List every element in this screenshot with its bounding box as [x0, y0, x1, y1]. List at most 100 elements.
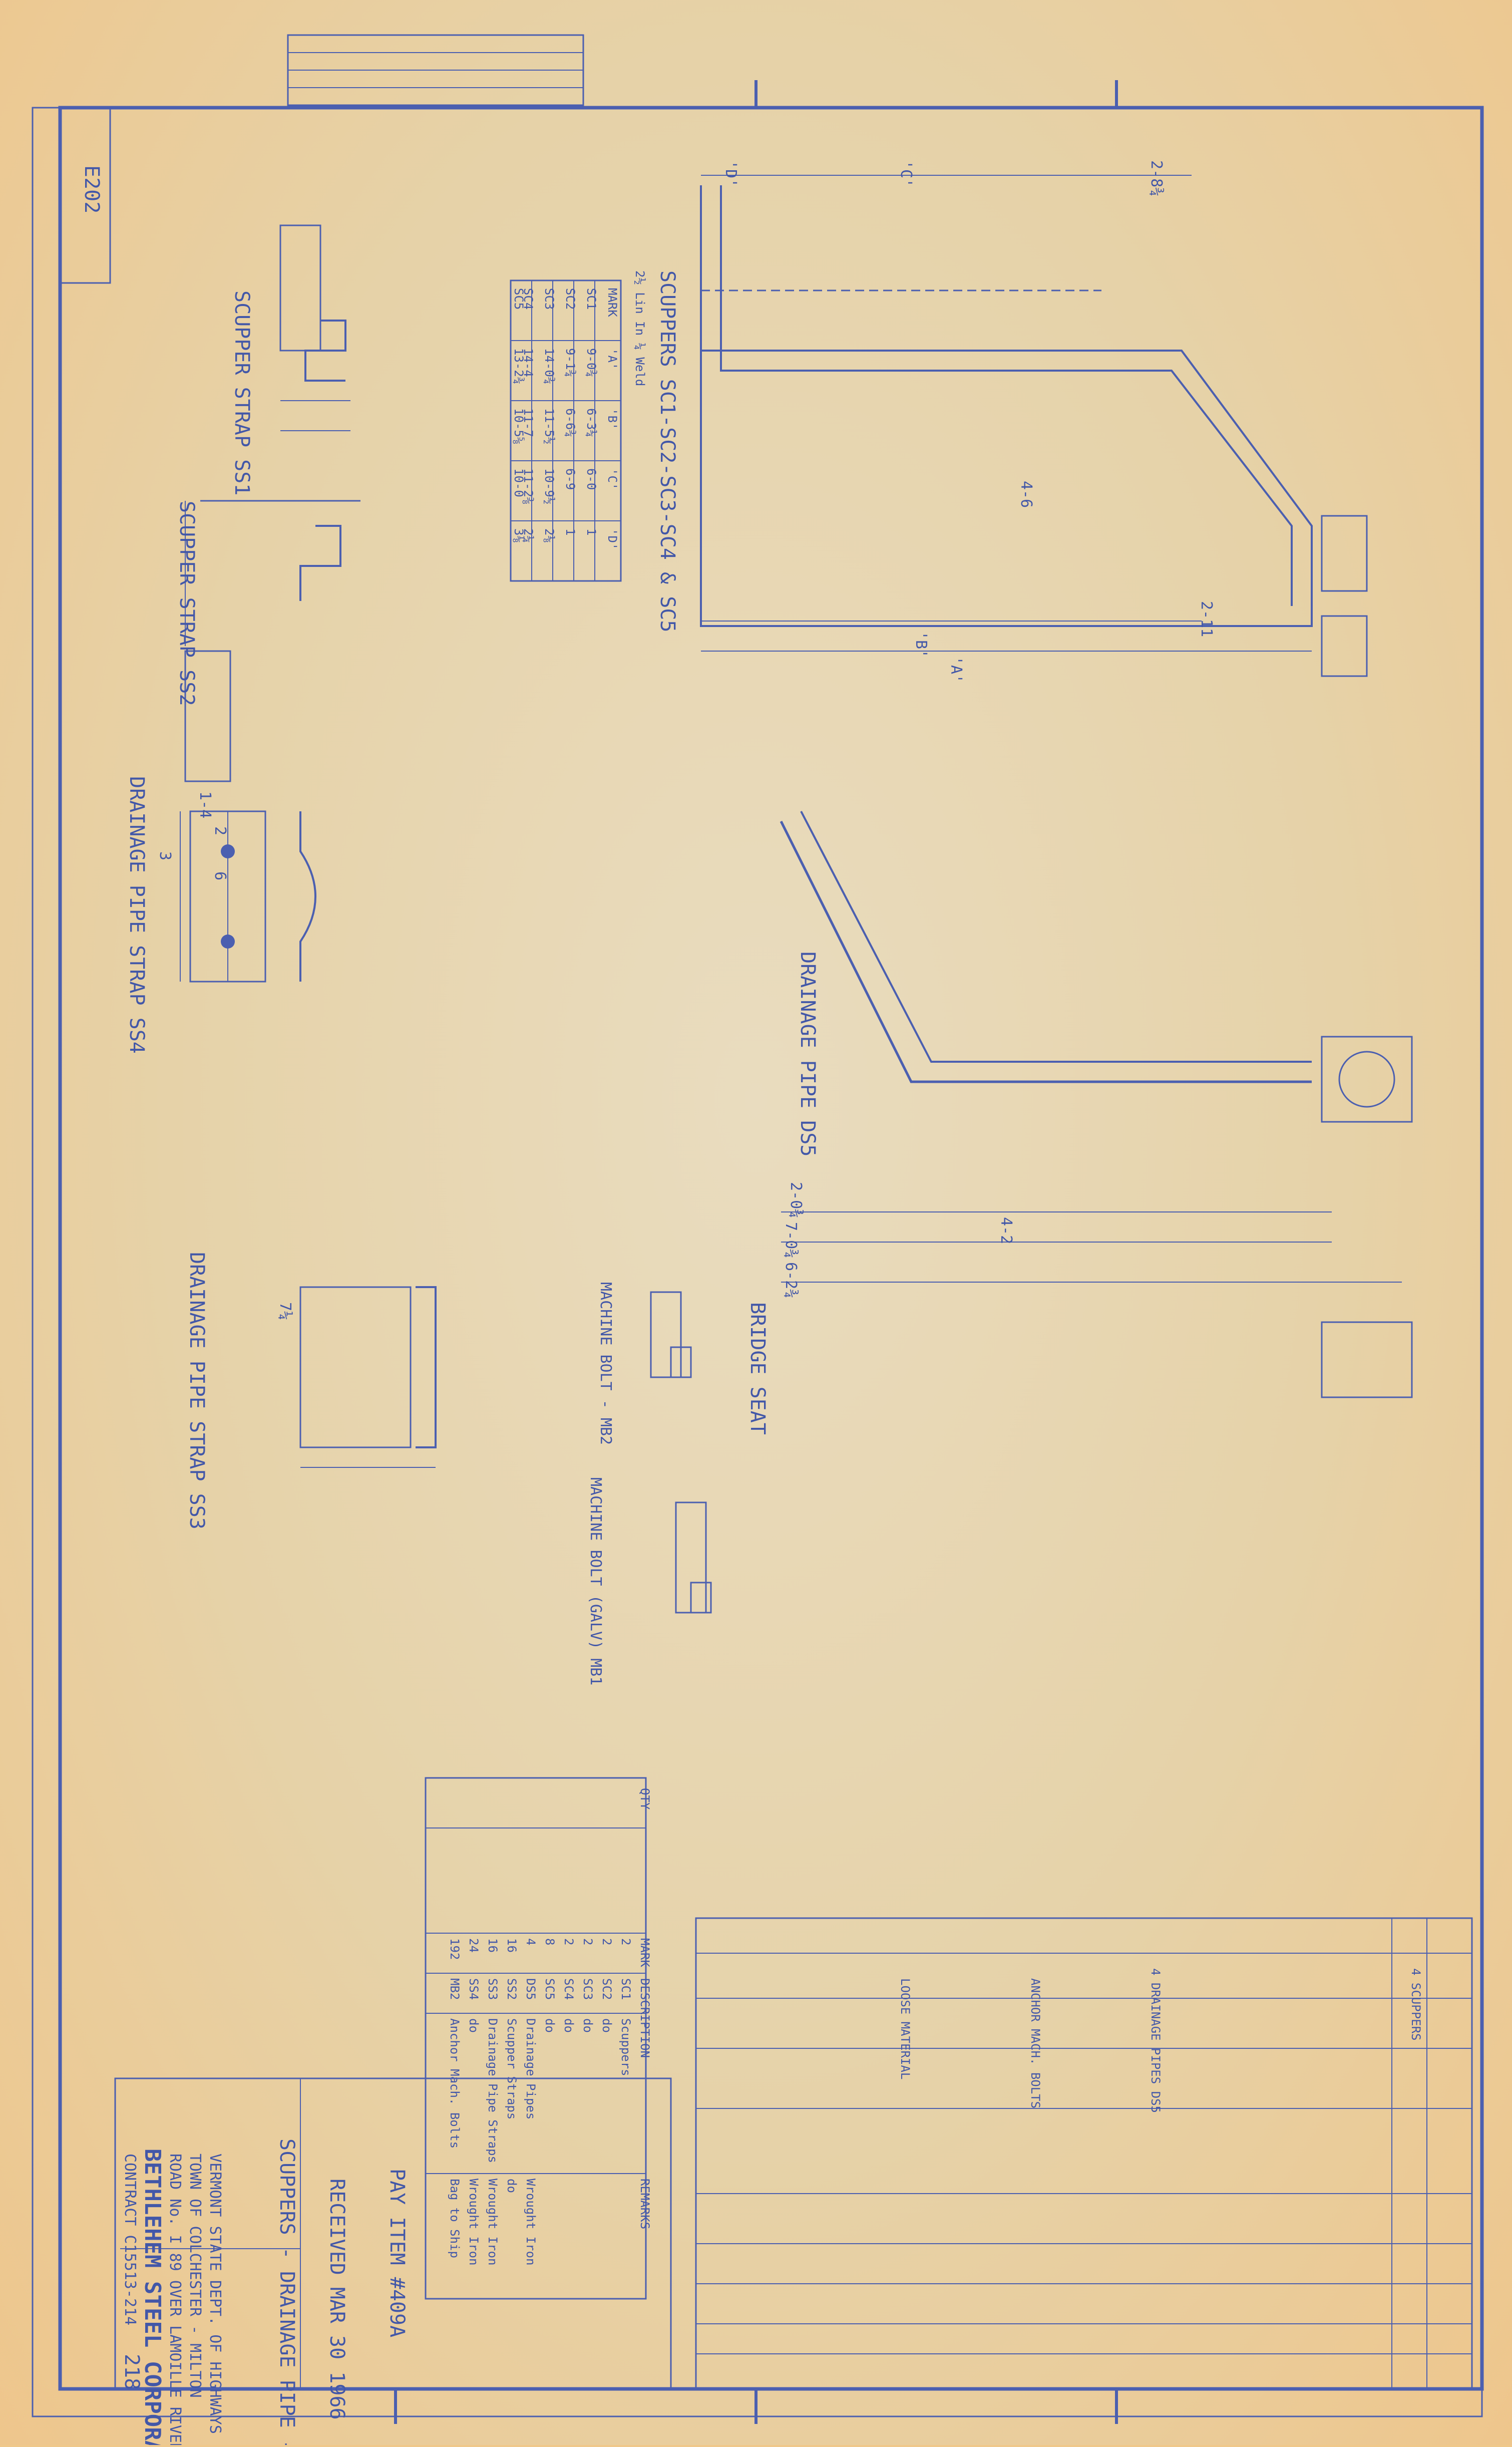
- dim-620: 6-2¾: [782, 1262, 800, 1298]
- dim-46: 4-6: [1017, 481, 1035, 508]
- req-cell: do: [581, 2018, 595, 2033]
- scupper-cell: 11-2⅜: [521, 468, 535, 504]
- scupper-strap-ss1: [279, 224, 350, 431]
- req-cell: Drainage Pipe Straps: [486, 2018, 500, 2163]
- scupper-cell: SC5: [512, 288, 526, 310]
- project-line-1: VERMONT STATE DEPT. OF HIGHWAYS: [206, 2154, 224, 2434]
- title-block: [114, 2077, 672, 2390]
- contract-no: CONTRACT C15513-214: [121, 2154, 139, 2325]
- req-cell: SC5: [543, 1978, 557, 2000]
- req-col-desc: DESCRIPTION: [638, 1978, 652, 2058]
- bolt-mb2-title: MACHINE BOLT - MB2: [597, 1282, 614, 1445]
- bom-loose: LOOSE MATERIAL: [898, 1978, 912, 2079]
- scupper-cell: SC4: [521, 288, 535, 310]
- req-cell: 16: [486, 1938, 500, 1953]
- scupper-cell: SC3: [542, 288, 556, 310]
- strap-ss2-title: SCUPPER STRAP SS2: [175, 501, 198, 706]
- req-col-remarks: REMARKS: [638, 2179, 652, 2229]
- scupper-cell: 3⅛: [512, 528, 526, 543]
- req-cell: Scupper Straps: [505, 2018, 519, 2119]
- scupper-cell: SC2: [563, 288, 577, 310]
- req-cell: DS5: [524, 1978, 538, 2000]
- req-cell: SS3: [486, 1978, 500, 2000]
- req-cell: 192: [448, 1938, 462, 1960]
- scupper-cell: 6-0: [584, 468, 598, 490]
- scupper-col-mark: MARK: [605, 288, 619, 317]
- scupper-cell: 11-7: [521, 408, 535, 437]
- req-cell: 2: [600, 1938, 614, 1945]
- dim-284: 2-8¾: [1148, 160, 1165, 196]
- bill-of-material-grid: [695, 1917, 1473, 2390]
- scupper-cell: 14-0¾: [542, 348, 556, 384]
- scupper-cell: 9-0¾: [584, 348, 598, 377]
- scupper-col-b: 'B': [605, 408, 619, 430]
- req-cell: do: [467, 2018, 481, 2033]
- drainage-pipe-ds5: [780, 811, 1413, 1398]
- bom-anchor: ANCHOR MACH. BOLTS: [1028, 1978, 1042, 2108]
- req-cell: 2: [562, 1938, 576, 1945]
- dim-704: 7-0¾: [782, 1222, 800, 1258]
- dim-42: 4-2: [997, 1217, 1015, 1244]
- sheet-border: [58, 106, 1484, 2391]
- scupper-title: SCUPPERS SC1-SC2-SC3-SC4 & SC5: [656, 270, 679, 632]
- scupper-cell: 2⅛: [542, 528, 556, 543]
- scupper-cell: 10-9½: [542, 468, 556, 504]
- scupper-col-d: 'D': [605, 528, 619, 550]
- scupper-col-c: 'C': [605, 468, 619, 490]
- scupper-cell: 6-9: [563, 468, 577, 490]
- scupper-cell: 6-3¼: [584, 408, 598, 437]
- pay-item: PAY ITEM #409A: [386, 2169, 409, 2337]
- req-cell: do: [562, 2018, 576, 2033]
- dim-14: 1-4: [196, 791, 214, 818]
- req-cell: do: [505, 2179, 519, 2193]
- scupper-cell: 11-5½: [542, 408, 556, 444]
- scupper-cell: 13-2¾: [512, 348, 526, 384]
- req-cell: SS2: [505, 1978, 519, 2000]
- drainage-pipe-strap-ss4: [180, 810, 316, 983]
- strap-ss1-title: SCUPPER STRAP SS1: [230, 290, 253, 495]
- req-col-qty: QTY: [638, 1788, 652, 1810]
- req-cell: 8: [543, 1938, 557, 1945]
- scupper-elevation: [700, 175, 1368, 677]
- project-line-3: ROAD No. I 89 OVER LAMOILLE RIVER: [166, 2154, 184, 2445]
- left-note: E202: [80, 165, 103, 213]
- dim-3: 3: [156, 851, 174, 860]
- req-cell: Wrought Iron: [524, 2179, 538, 2265]
- req-cell: do: [600, 2018, 614, 2033]
- scupper-cell: 2¼: [521, 528, 535, 543]
- dim-211: 2-11: [1198, 601, 1215, 637]
- req-cell: do: [543, 2018, 557, 2033]
- req-cell: 2: [619, 1938, 633, 1945]
- scupper-cell: 10-5⅝: [512, 408, 526, 444]
- scupper-cell: 1: [563, 528, 577, 535]
- weld-note: 2½ Lin In ¼ Weld: [633, 270, 647, 386]
- scupper-dim-table: [510, 279, 622, 582]
- bom-drainage: 4 DRAINAGE PIPES DS5: [1149, 1968, 1163, 2113]
- scupper-col-a: 'A': [605, 348, 619, 370]
- drainage-title: DRAINAGE PIPE DS5: [796, 952, 819, 1156]
- dim-6: 6: [211, 871, 229, 880]
- scupper-cell: 14-4: [521, 348, 535, 377]
- req-cell: 2: [581, 1938, 595, 1945]
- req-cell: Wrought Iron: [486, 2179, 500, 2265]
- machine-bolt-mb2: [650, 1291, 692, 1378]
- strap-ss4-title: DRAINAGE PIPE STRAP SS4: [125, 776, 148, 1054]
- req-cell: Bag to Ship: [448, 2179, 462, 2258]
- left-note-box: [59, 107, 111, 284]
- req-cell: MB2: [448, 1978, 462, 2000]
- dim-74: 7¼: [276, 1302, 294, 1320]
- scupper-pipe-straps: SCUPPERS - DRAINAGE PIPE - STRAPS: [275, 2138, 298, 2445]
- dim-a: 'A': [947, 656, 965, 683]
- req-cell: Anchor Mach. Bolts: [448, 2018, 462, 2149]
- dim-204: 2-0¾: [787, 1182, 805, 1218]
- req-cell: 4: [524, 1938, 538, 1945]
- dim-2: 2: [211, 826, 229, 835]
- req-cell: SC3: [581, 1978, 595, 2000]
- req-cell: SC1: [619, 1978, 633, 2000]
- scupper-cell: 9-1¾: [563, 348, 577, 377]
- scupper-cell: 1: [584, 528, 598, 535]
- req-col-mark: MARK: [638, 1938, 652, 1967]
- dim-d: 'D': [722, 160, 739, 187]
